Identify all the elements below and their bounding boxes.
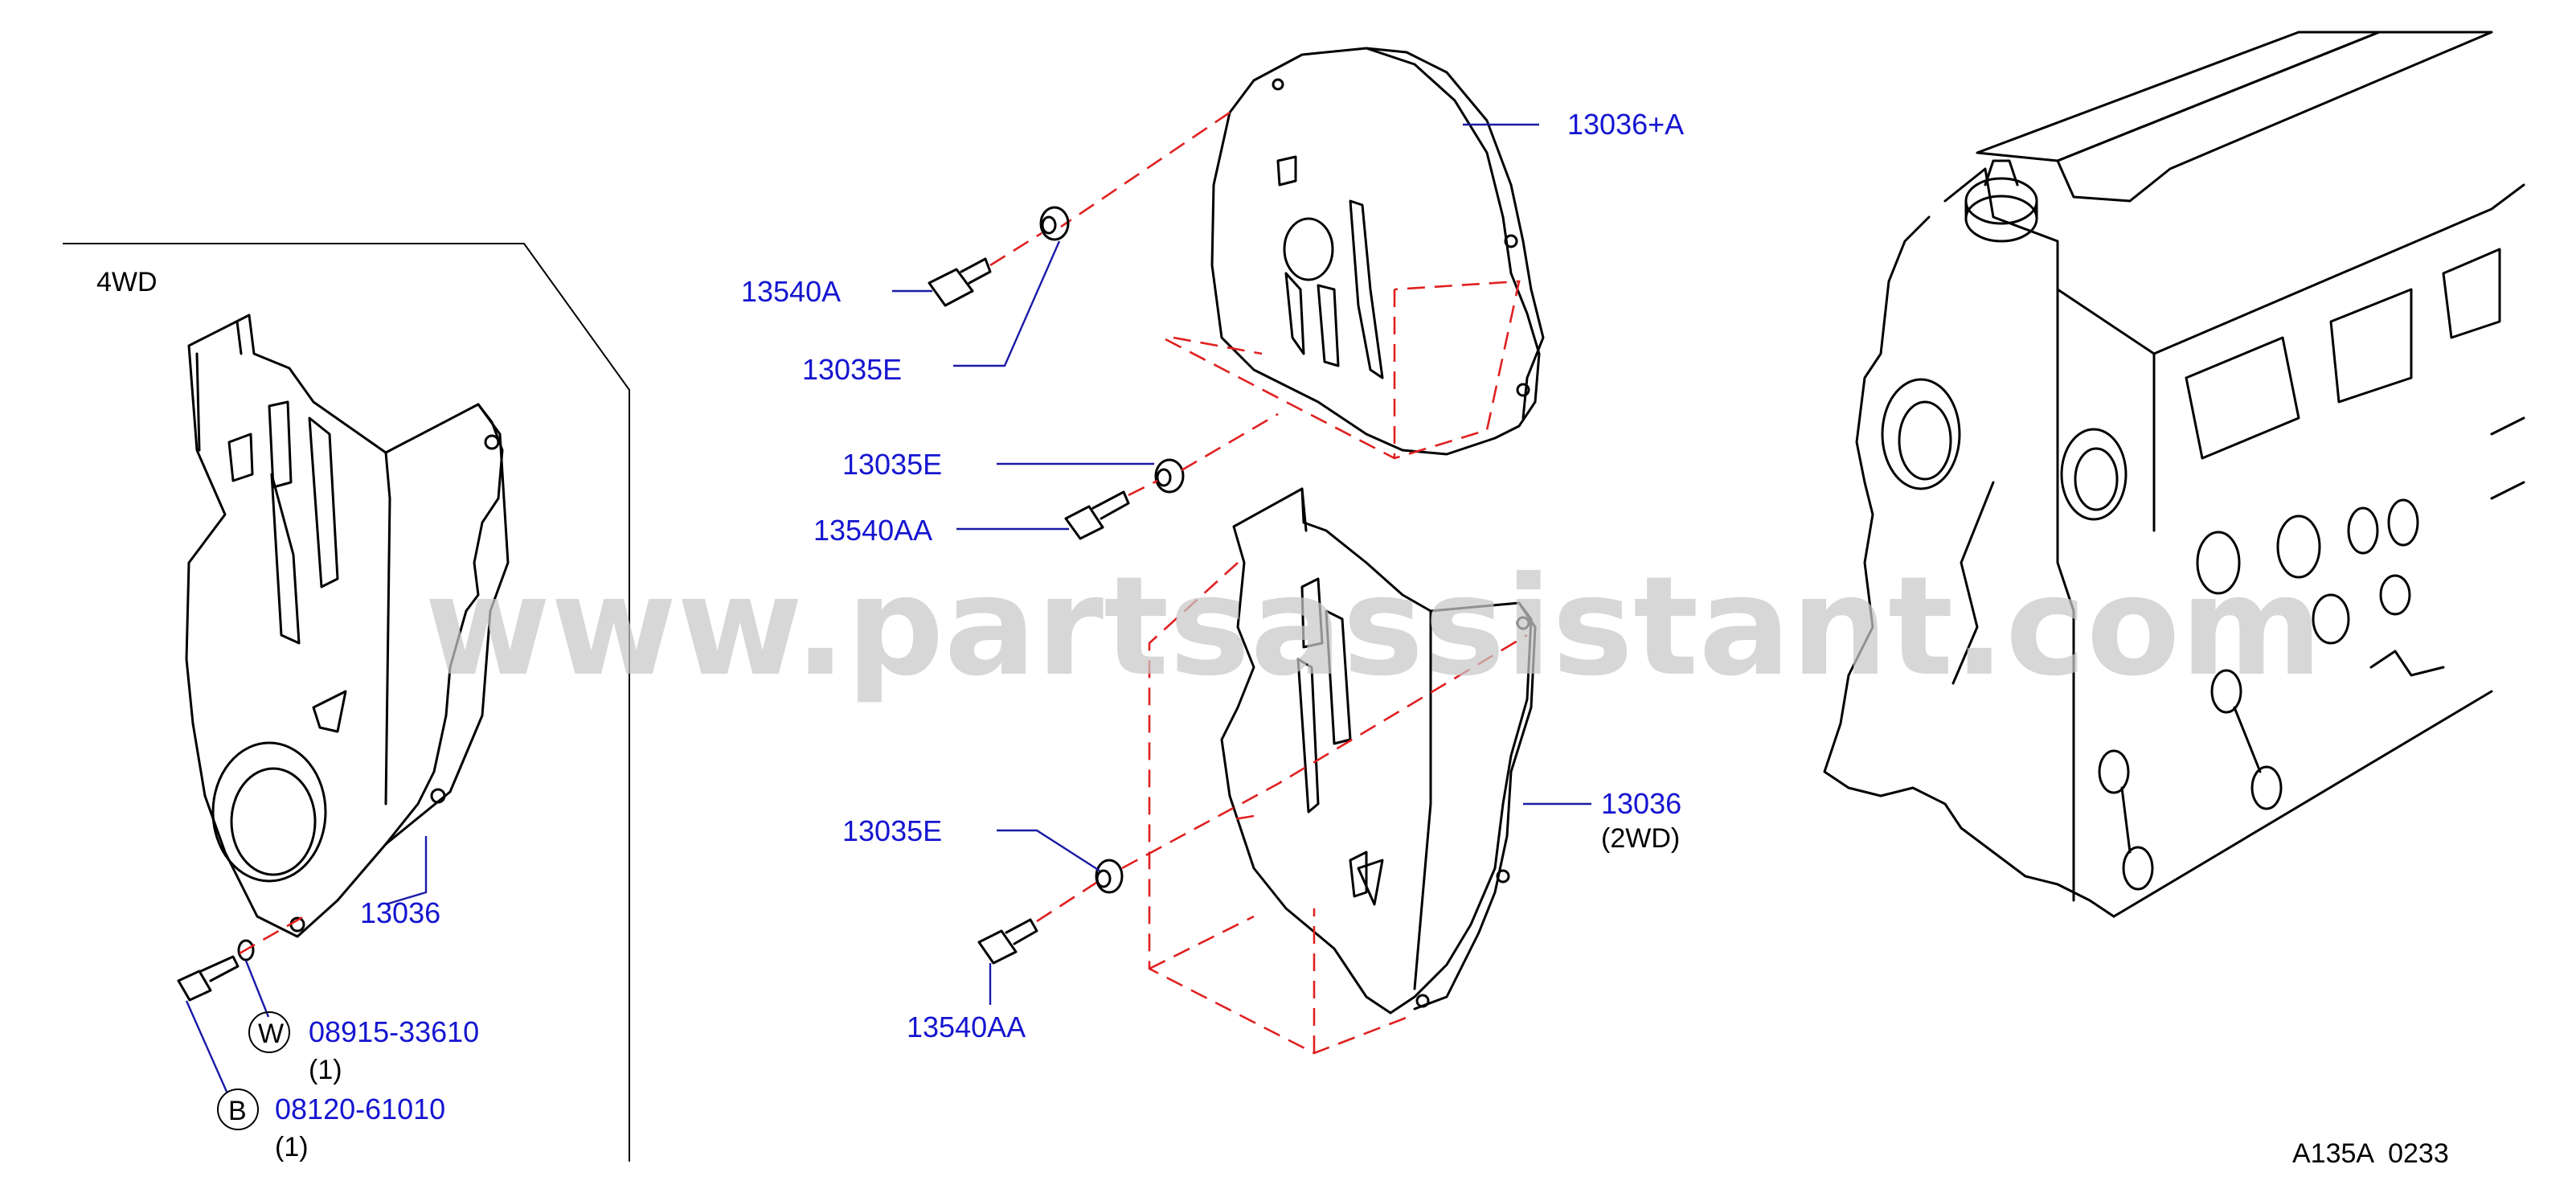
callout-13540a: 13540A bbox=[741, 275, 841, 308]
bolt-13540aa-low bbox=[977, 918, 1038, 965]
callout-13540aa-mid: 13540AA bbox=[813, 514, 932, 547]
bolt-13540aa-mid bbox=[1064, 490, 1130, 540]
washer-mark-letter: W bbox=[258, 1019, 284, 1049]
callout-13035e-mid: 13035E bbox=[842, 448, 942, 481]
washer-qty: (1) bbox=[309, 1055, 342, 1085]
bolt-circle-mark bbox=[217, 1088, 259, 1130]
bolt-qty: (1) bbox=[275, 1132, 309, 1162]
callout-08120-61010: 08120-61010 bbox=[275, 1093, 445, 1125]
engine-block bbox=[1823, 31, 2525, 918]
bolt-13540a bbox=[928, 257, 992, 307]
figure-id: A135A 0233 bbox=[2292, 1138, 2449, 1169]
callout-2wd-note: (2WD) bbox=[1601, 823, 1680, 854]
washer-circle-mark bbox=[248, 1011, 290, 1053]
callout-13035e-top: 13035E bbox=[802, 353, 902, 386]
watermark: www.partsassistant.com bbox=[424, 547, 2323, 707]
section-label-4wd: 4WD bbox=[96, 267, 158, 297]
inset-frame bbox=[63, 243, 630, 1162]
callout-13540aa-low: 13540AA bbox=[907, 1011, 1026, 1043]
callout-13036-4wd: 13036 bbox=[360, 896, 440, 929]
timing-cover-2wd bbox=[1220, 487, 1537, 1015]
upper-timing-cover bbox=[1210, 47, 1545, 456]
callout-13036-2wd: 13036 bbox=[1601, 787, 1681, 820]
grommet-13035e-low bbox=[1095, 859, 1124, 894]
callout-13035e-low: 13035E bbox=[842, 814, 942, 847]
grommet-13035e-mid bbox=[1154, 458, 1185, 494]
bolt-4wd bbox=[177, 955, 240, 1002]
grommet-13035e-top bbox=[1039, 206, 1070, 241]
timing-cover-4wd bbox=[185, 314, 510, 938]
callout-08915-33610: 08915-33610 bbox=[309, 1015, 479, 1048]
bolt-mark-letter: B bbox=[228, 1096, 247, 1126]
callout-13036-a: 13036+A bbox=[1567, 108, 1684, 141]
washer-4wd bbox=[237, 939, 255, 961]
